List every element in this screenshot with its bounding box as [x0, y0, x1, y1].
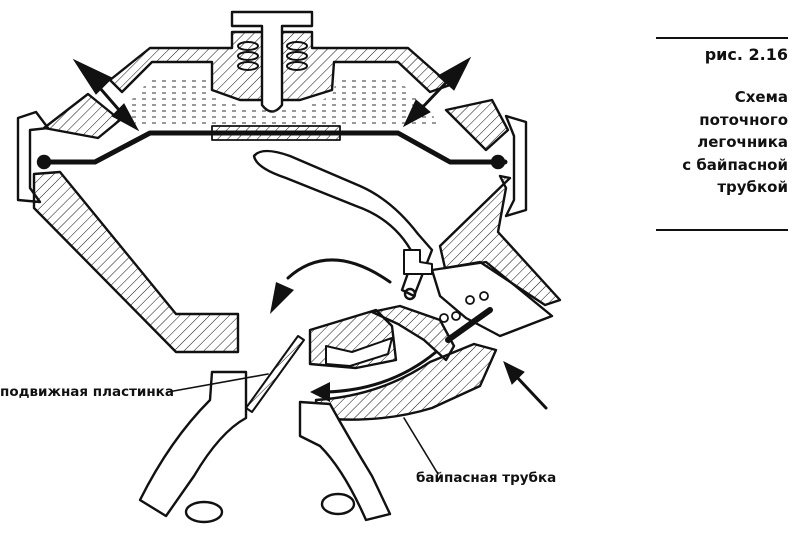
mouthpiece-right — [298, 400, 392, 522]
valve-spring — [439, 291, 489, 323]
figure-number: рис. 2.16 — [704, 45, 788, 64]
bypass-tube-body — [314, 342, 498, 421]
mouthpiece-inlet — [325, 337, 393, 367]
mouthpiece-left-grip — [184, 500, 224, 524]
movable-plate — [245, 335, 305, 413]
valve-box — [430, 260, 554, 338]
leader-movable-plate — [167, 373, 269, 393]
leader-bypass-tube — [403, 417, 439, 475]
lever-pivot — [403, 287, 417, 301]
mouthpiece-left — [138, 370, 248, 518]
airflow-arrow-bypass-head — [310, 382, 330, 402]
right-flange — [504, 114, 528, 218]
pressure-arrow-right — [402, 56, 472, 128]
airflow-arrow-bypass — [324, 350, 438, 394]
lever-bracket — [403, 249, 433, 275]
left-housing-upper — [42, 92, 122, 140]
label-bypass-tube: байпасная трубка — [416, 470, 557, 486]
label-movable-plate: подвижная пластинка — [0, 384, 174, 400]
diaphragm-rim-right — [490, 154, 506, 170]
airflow-arrow-inlet — [503, 360, 548, 410]
caption-rule-bottom — [656, 229, 788, 231]
right-housing-wall — [438, 174, 562, 307]
right-housing-upper — [444, 98, 510, 152]
mouthpiece-right-grip — [320, 492, 356, 516]
valve-plunger — [445, 307, 493, 343]
pressure-arrow-left — [72, 58, 140, 132]
diaphragm-plate — [211, 125, 341, 141]
airflow-arrow-curved — [286, 258, 392, 284]
stem-spring — [237, 41, 308, 71]
water-chamber — [122, 80, 440, 128]
airflow-arrow-curved-head — [270, 282, 294, 314]
left-housing-wall — [32, 170, 240, 354]
diaphragm-rim-left — [36, 154, 52, 170]
figure-title: Схема поточного легочника с байпасной тр… — [682, 88, 788, 196]
caption-rule-top — [656, 37, 788, 39]
